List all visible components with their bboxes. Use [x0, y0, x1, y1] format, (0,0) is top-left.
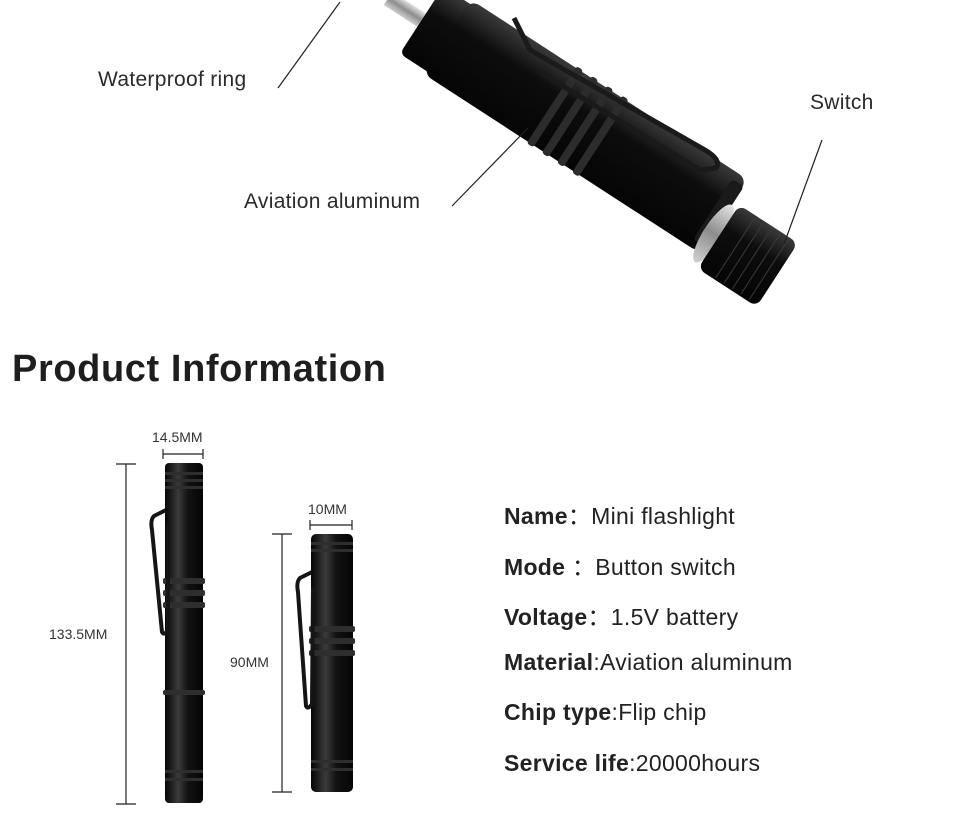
spec-value: Aviation aluminum [600, 648, 793, 675]
large-width-label: 14.5MM [152, 429, 203, 445]
spec-value: Flip chip [618, 699, 707, 725]
large-length-label: 133.5MM [49, 626, 108, 642]
small-flashlight [295, 534, 355, 792]
spec-row-chip-type: Chip type:Flip chip [504, 699, 793, 750]
spec-sep: ： [565, 553, 596, 580]
spec-row-voltage: Voltage：1.5V battery [504, 598, 793, 649]
spec-sep: : [629, 749, 636, 776]
spec-value: Mini flashlight [591, 503, 735, 529]
spec-key: Chip type [504, 699, 612, 725]
dimension-lines [116, 449, 353, 805]
callout-switch: Switch [810, 91, 874, 114]
callout-waterproof-ring: Waterproof ring [98, 68, 247, 91]
flashlight-body-exploded [383, 0, 744, 250]
section-heading: Product Information [12, 348, 387, 390]
spec-row-mode: Mode ：Button switch [504, 548, 793, 599]
spec-list: Name：Mini flashlight Mode ：Button switch… [504, 497, 793, 800]
spec-row-name: Name：Mini flashlight [504, 497, 793, 548]
spec-value: 1.5V battery [610, 604, 739, 630]
spec-value: Button switch [595, 553, 736, 580]
tail-switch-cap [693, 204, 795, 304]
spec-key: Material [504, 648, 594, 675]
callout-aviation-aluminum: Aviation aluminum [244, 190, 421, 213]
spec-sep: : [611, 699, 619, 725]
callout-leaders [277, 1, 823, 245]
spec-row-material: Material:Aviation aluminum [504, 649, 793, 700]
pocket-clip [511, 16, 721, 173]
spec-key: Mode [504, 553, 566, 580]
spec-sep: : [593, 648, 601, 675]
spec-key: Service life [504, 749, 630, 776]
spec-key: Name [504, 503, 568, 529]
spec-value: 20000hours [635, 749, 761, 776]
spec-row-service-life: Service life:20000hours [504, 750, 793, 801]
small-length-label: 90MM [230, 654, 269, 670]
spec-sep: ： [567, 503, 592, 529]
spec-key: Voltage [504, 604, 588, 630]
large-flashlight [149, 463, 205, 803]
small-width-label: 10MM [308, 501, 347, 517]
spec-sep: ： [587, 604, 611, 630]
